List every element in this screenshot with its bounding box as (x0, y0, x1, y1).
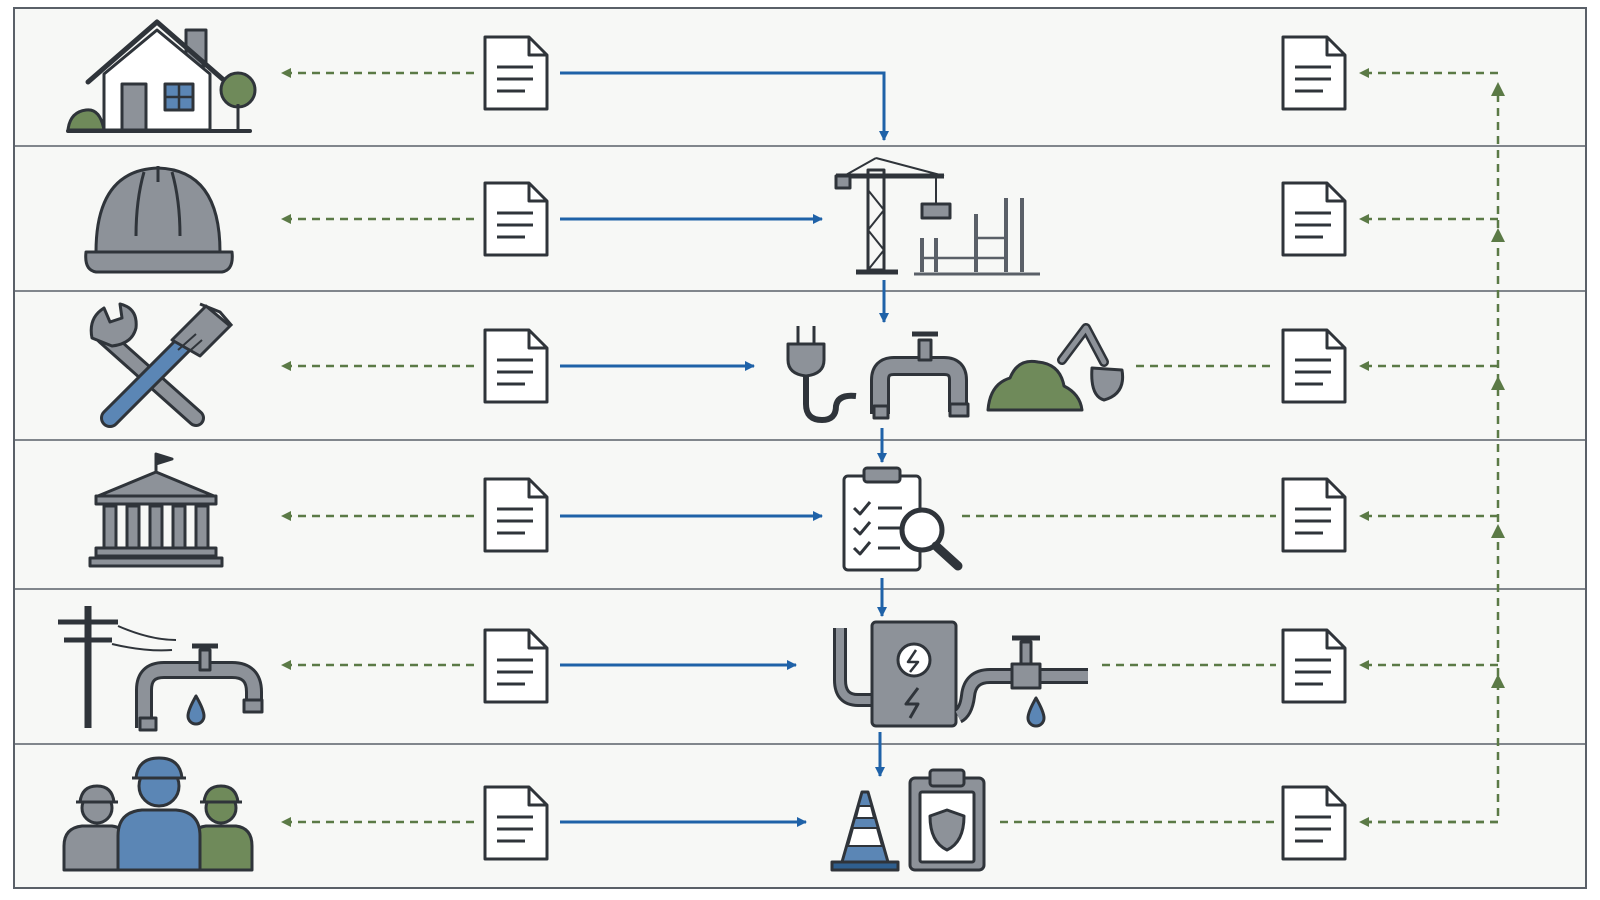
utility-pole-and-faucet-icon (58, 606, 264, 732)
steel-frame-icon (914, 198, 1040, 276)
document-icon (483, 477, 549, 553)
diagram-frame (13, 7, 1587, 889)
inspection-checklist-icon (842, 466, 922, 572)
process-flow-arrows (560, 71, 889, 827)
feedback-arrows (281, 68, 1500, 827)
electrical-plug-icon (786, 326, 857, 423)
government-building-icon (88, 452, 224, 568)
document-icon (1281, 35, 1347, 111)
wrench-and-pipe-wrench-icon (89, 302, 234, 428)
document-icon (1281, 628, 1347, 704)
construction-workers-icon (62, 756, 254, 872)
document-icon (483, 328, 549, 404)
water-valve-icon (953, 635, 1088, 728)
document-icon (1281, 181, 1347, 257)
lane-dividers (14, 145, 1586, 745)
document-icon (483, 628, 549, 704)
document-icon (483, 181, 549, 257)
hard-hat-icon (84, 166, 234, 274)
upward-arrowheads (1491, 82, 1505, 688)
traffic-cone-icon (830, 790, 900, 872)
water-tap-icon (870, 331, 970, 420)
excavator-icon (986, 323, 1125, 412)
house-icon (66, 19, 257, 133)
document-icon (1281, 477, 1347, 553)
document-icon (1281, 328, 1347, 404)
document-icon (1281, 785, 1347, 861)
safety-clipboard-icon (908, 768, 986, 872)
tower-crane-icon (834, 157, 952, 275)
utility-meter-box-icon (833, 620, 958, 728)
magnifier-icon (899, 507, 963, 571)
document-icon (483, 35, 549, 111)
document-icon (483, 785, 549, 861)
